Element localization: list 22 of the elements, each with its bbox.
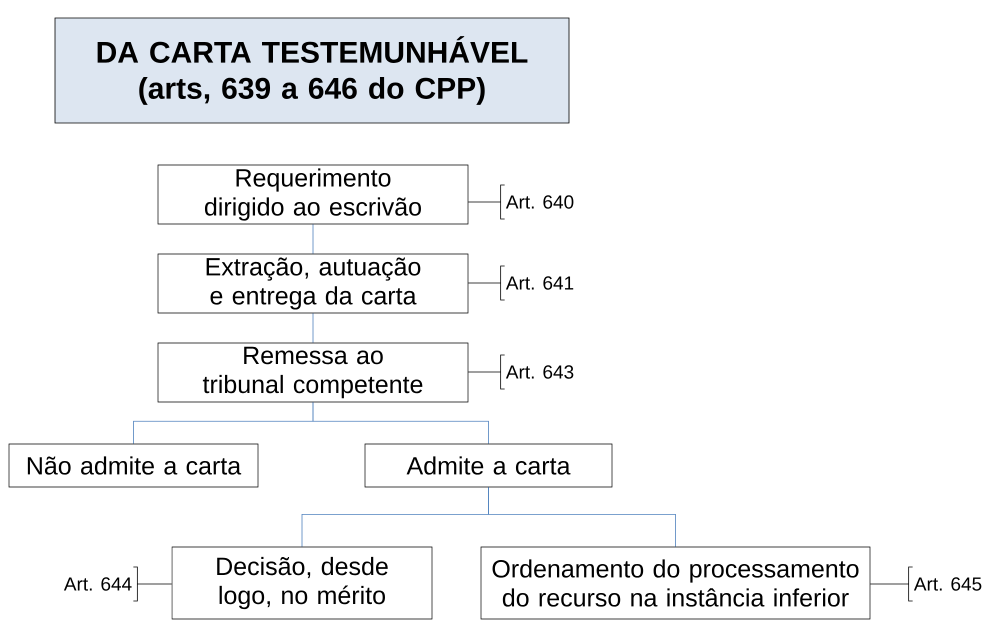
article-label: Art. 644 (64, 577, 132, 591)
connector-line (312, 312, 314, 344)
process-box: Decisão, desde logo, no mérito (172, 546, 432, 620)
leader-line (468, 266, 506, 300)
process-box: Admite a carta (364, 444, 612, 488)
article-label: Art. 640 (506, 195, 574, 209)
process-box: Remessa ao tribunal competente (158, 342, 468, 402)
leader-line (132, 566, 172, 602)
connector-line (488, 486, 676, 548)
article-label: Art. 643 (506, 365, 574, 379)
process-box: Requerimento dirigido ao escrivão (158, 164, 468, 224)
process-box: Não admite a carta (8, 444, 258, 488)
process-box: Extração, autuação e entrega da carta (158, 254, 468, 314)
process-box: Ordenamento do processamento do recurso na instância inferior (480, 546, 870, 620)
leader-line (468, 184, 506, 220)
article-label: Art. 645 (914, 577, 982, 591)
connector-line (312, 224, 314, 254)
connector-line (312, 402, 489, 444)
leader-line (468, 354, 506, 390)
leader-line (870, 566, 914, 602)
title-box: DA CARTA TESTEMUNHÁVEL (arts, 639 a 646 do CPP) (54, 18, 570, 124)
article-label: Art. 641 (506, 276, 574, 290)
